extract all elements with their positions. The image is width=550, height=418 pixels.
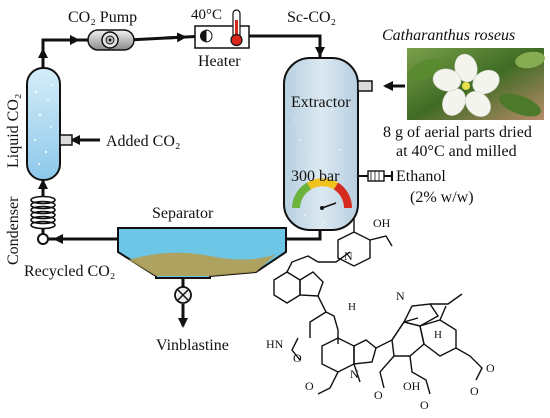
condenser-joint — [37, 233, 49, 245]
drain-valve — [174, 286, 192, 304]
molecule-atom: N — [396, 289, 405, 303]
extractor-label: Extractor — [291, 94, 351, 111]
ethanol-label: Ethanol — [396, 168, 446, 185]
added-co2-valve — [59, 134, 73, 146]
pressure-label: 300 bar — [291, 168, 340, 185]
recycled-co2-label: Recycled CO₂ — [24, 263, 115, 280]
co2-pump — [87, 29, 135, 51]
molecule-atom: HN — [266, 337, 284, 351]
catharanthus-photo — [407, 48, 545, 120]
molecule-atom: OH — [373, 216, 391, 230]
vinblastine-atoms: OH N H HN O N O H N O O O OH O — [266, 216, 495, 412]
molecule-atom: O — [420, 398, 429, 412]
molecule-atom: H — [348, 301, 356, 313]
molecule-atom: O — [374, 388, 383, 402]
pipe-liquid-to-pump — [41, 38, 95, 70]
sample-description-line1: 8 g of aerial parts dried — [383, 124, 532, 141]
flow-arrow-to-heater — [164, 32, 187, 43]
molecule-atom: O — [470, 384, 479, 398]
heater — [194, 9, 250, 49]
vinblastine-label: Vinblastine — [156, 337, 229, 354]
heater-label: Heater — [198, 53, 241, 70]
molecule-atom: O — [293, 351, 302, 365]
sc-co2-label: Sc-CO₂ — [287, 9, 336, 26]
flow-arrows — [38, 32, 405, 328]
molecule-atom: O — [305, 379, 314, 393]
molecule-atom: H — [434, 329, 442, 341]
ethanol-syringe-icon — [358, 170, 393, 182]
pipe-separator-to-condenser — [41, 228, 118, 241]
pipe-extractor-to-separator — [286, 228, 322, 241]
labels: CO₂ Pump 40°C Heater Sc-CO₂ Liquid CO₂ A… — [5, 7, 532, 354]
added-co2-label: Added CO₂ — [106, 133, 180, 150]
ethanol-ratio-label: (2% w/w) — [410, 189, 474, 206]
vinblastine-structure — [273, 218, 483, 395]
flower-icon — [432, 53, 500, 117]
condenser-label: Condenser — [5, 196, 22, 265]
separator-label: Separator — [152, 205, 214, 222]
separator-vessel — [117, 227, 287, 279]
molecule-atom: N — [350, 367, 359, 381]
plant-name-label: Catharanthus roseus — [382, 27, 515, 44]
co2-pump-label: CO₂ Pump — [68, 9, 137, 26]
temperature-label: 40°C — [191, 7, 222, 23]
molecule-atom: OH — [403, 379, 421, 393]
pressure-gauge — [292, 178, 353, 210]
liquid-co2-label: Liquid CO₂ — [5, 94, 22, 168]
molecule-atom: O — [486, 361, 495, 375]
thermometer-icon — [230, 9, 243, 47]
molecule-atom: N — [344, 249, 353, 263]
liquid-co2-vessel — [26, 67, 61, 181]
condenser-coil — [30, 195, 56, 230]
sample-description-line2: at 40°C and milled — [396, 143, 517, 160]
